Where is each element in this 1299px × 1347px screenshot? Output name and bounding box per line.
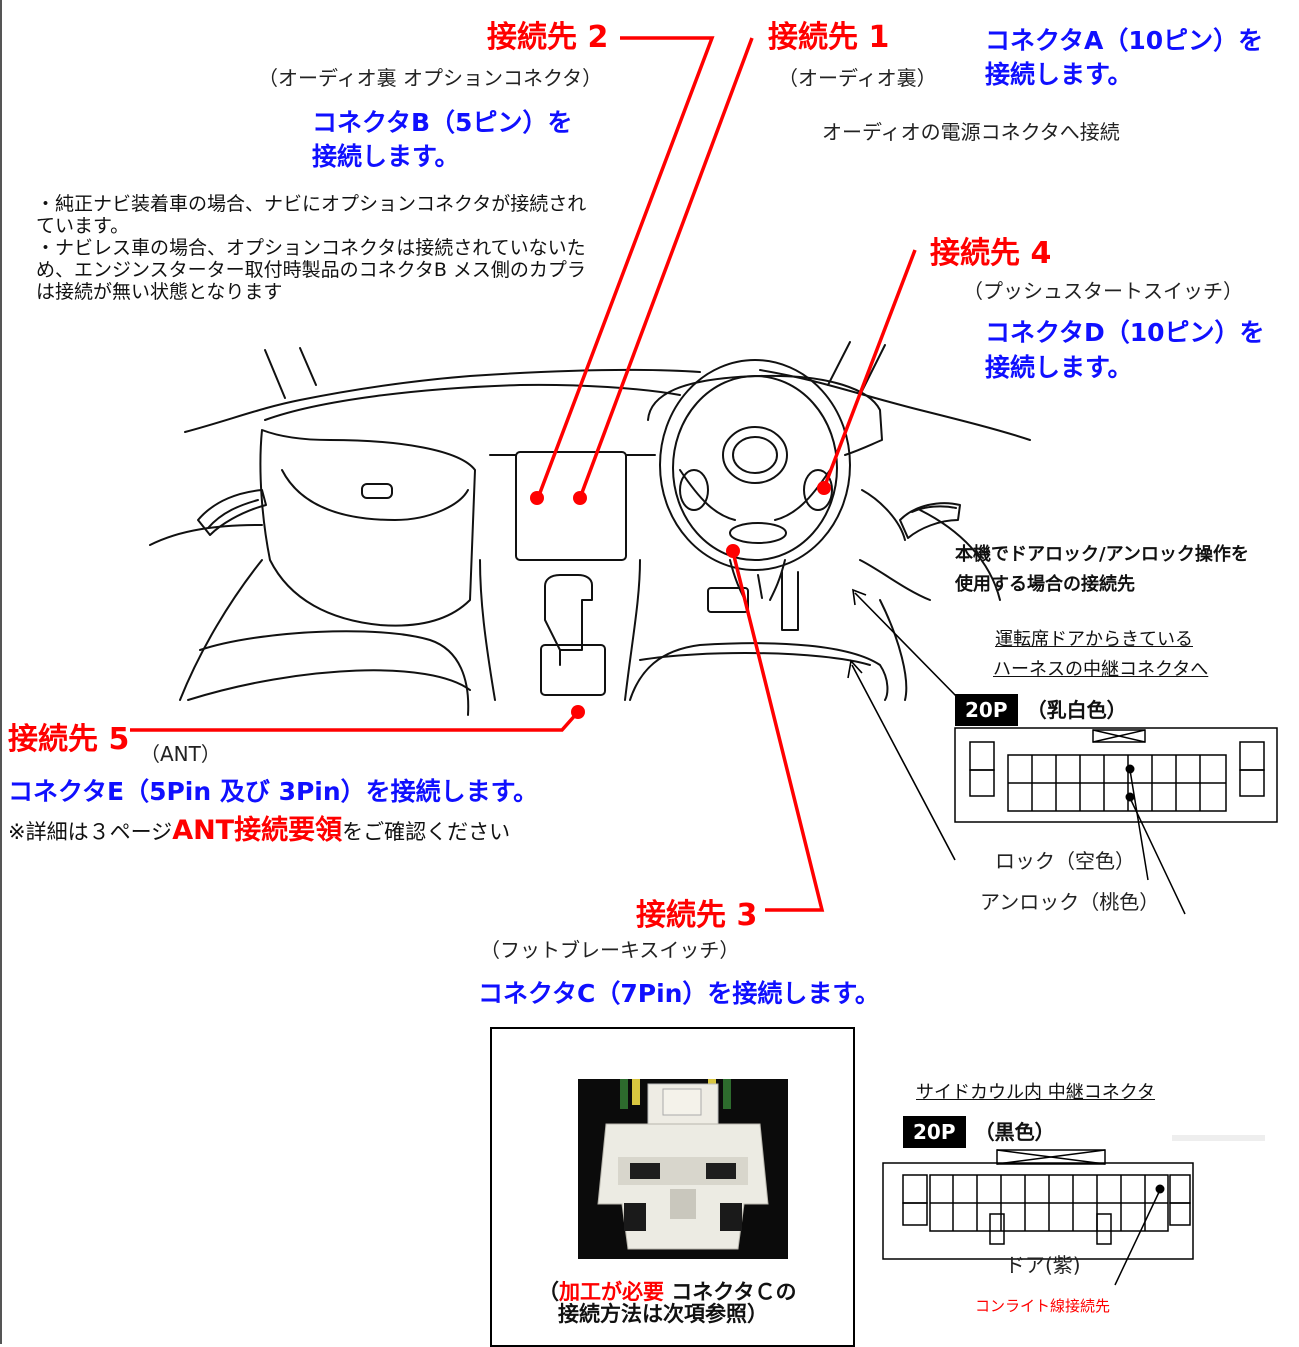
target-1-location: （オーディオ裏） — [778, 66, 937, 90]
harness-caption: 運転席ドアからきている ハーネスの中継コネクタへ — [993, 625, 1209, 685]
photo-caption-highlight: 加工が必要 — [559, 1280, 664, 1304]
door-lock-heading-line2: 使用する場合の接続先 — [955, 574, 1135, 595]
unlock-wire-label: アンロック（桃色） — [980, 890, 1160, 914]
side-cowl-title: サイドカウル内 中継コネクタ — [916, 1082, 1156, 1103]
car-interior-drawing — [149, 341, 1031, 716]
connector2-color: （黒色） — [974, 1120, 1055, 1144]
target-5-detail-link: ANT接続要領 — [172, 815, 343, 846]
connector1-badge: 20P — [955, 694, 1018, 726]
photo-caption-line2: 接続方法は次項参照） — [558, 1302, 768, 1326]
connector-20p-milky — [954, 727, 1278, 915]
target-4-connector-line1: コネクタD（10ピン）を — [985, 318, 1265, 347]
connector2-badge: 20P — [903, 1116, 966, 1148]
photo-caption-open: （ — [538, 1280, 559, 1304]
target-4-title: 接続先 4 — [930, 236, 1052, 271]
target-2-notes: ・純正ナビ装着車の場合、ナビにオプションコネクタが接続されています。 ・ナビレス… — [36, 193, 596, 303]
connector1-label: 20P （乳白色） — [955, 694, 1127, 726]
target-5-title: 接続先 5 — [8, 722, 130, 757]
target-4-connector-line2: 接続します。 — [985, 353, 1133, 382]
target-1-connector-line1: コネクタA（10ピン）を — [985, 26, 1264, 55]
target-2-title: 接続先 2 — [487, 20, 609, 55]
target-1-title: 接続先 1 — [768, 20, 890, 55]
target-2-location: （オーディオ裏 オプションコネクタ） — [258, 66, 603, 90]
target-5-detail-prefix: ※詳細は３ページ — [8, 820, 173, 844]
target-2-note-2: ・ナビレス車の場合、オプションコネクタは接続されていないため、エンジンスターター… — [36, 237, 586, 303]
connector-c-photo — [578, 1079, 788, 1259]
connector-20p-black — [882, 1149, 1194, 1286]
red-leader-lines — [130, 36, 917, 912]
door-arrows — [847, 588, 961, 861]
connector-c-photo-frame: （加工が必要 コネクタＣの 接続方法は次項参照） — [490, 1027, 855, 1347]
door-wire-label: ドア(紫) — [1005, 1253, 1081, 1277]
door-lock-heading-line1: 本機でドアロック/アンロック操作を — [955, 544, 1249, 565]
target-1-connector-line2: 接続します。 — [985, 60, 1133, 89]
target-3-connector: コネクタC（7Pin）を接続します。 — [478, 979, 880, 1008]
target-2-connector-line2: 接続します。 — [312, 142, 460, 171]
target-5-detail-suffix: をご確認ください — [342, 820, 511, 844]
target-5-connector: コネクタE（5Pin 及び 3Pin）を接続します。 — [8, 777, 539, 806]
target-4-location: （プッシュスタートスイッチ） — [963, 279, 1243, 303]
lock-wire-label: ロック（空色） — [995, 849, 1135, 873]
photo-caption-line1: コネクタＣの — [664, 1280, 797, 1304]
target-3-title: 接続先 3 — [636, 898, 758, 933]
connection-point-dots — [530, 481, 831, 719]
target-5-location: （ANT） — [140, 742, 221, 766]
harness-caption-line2: ハーネスの中継コネクタへ — [993, 659, 1209, 680]
connector2-label: 20P （黒色） — [903, 1116, 1055, 1148]
target-5-detail: ※詳細は３ページANT接続要領をご確認ください — [8, 808, 510, 847]
harness-caption-line1: 運転席ドアからきている — [995, 629, 1193, 650]
courtesy-light-label: コンライト線接続先 — [975, 1297, 1111, 1315]
target-3-location: （フットブレーキスイッチ） — [480, 938, 740, 962]
connector1-color: （乳白色） — [1026, 698, 1127, 722]
door-lock-heading: 本機でドアロック/アンロック操作を 使用する場合の接続先 — [955, 540, 1249, 600]
photo-caption: （加工が必要 コネクタＣの 接続方法は次項参照） — [538, 1281, 796, 1325]
target-2-connector-line1: コネクタB（5ピン）を — [312, 108, 573, 137]
target-1-note: オーディオの電源コネクタへ接続 — [822, 120, 1120, 144]
target-2-note-1: ・純正ナビ装着車の場合、ナビにオプションコネクタが接続されています。 — [36, 193, 587, 237]
